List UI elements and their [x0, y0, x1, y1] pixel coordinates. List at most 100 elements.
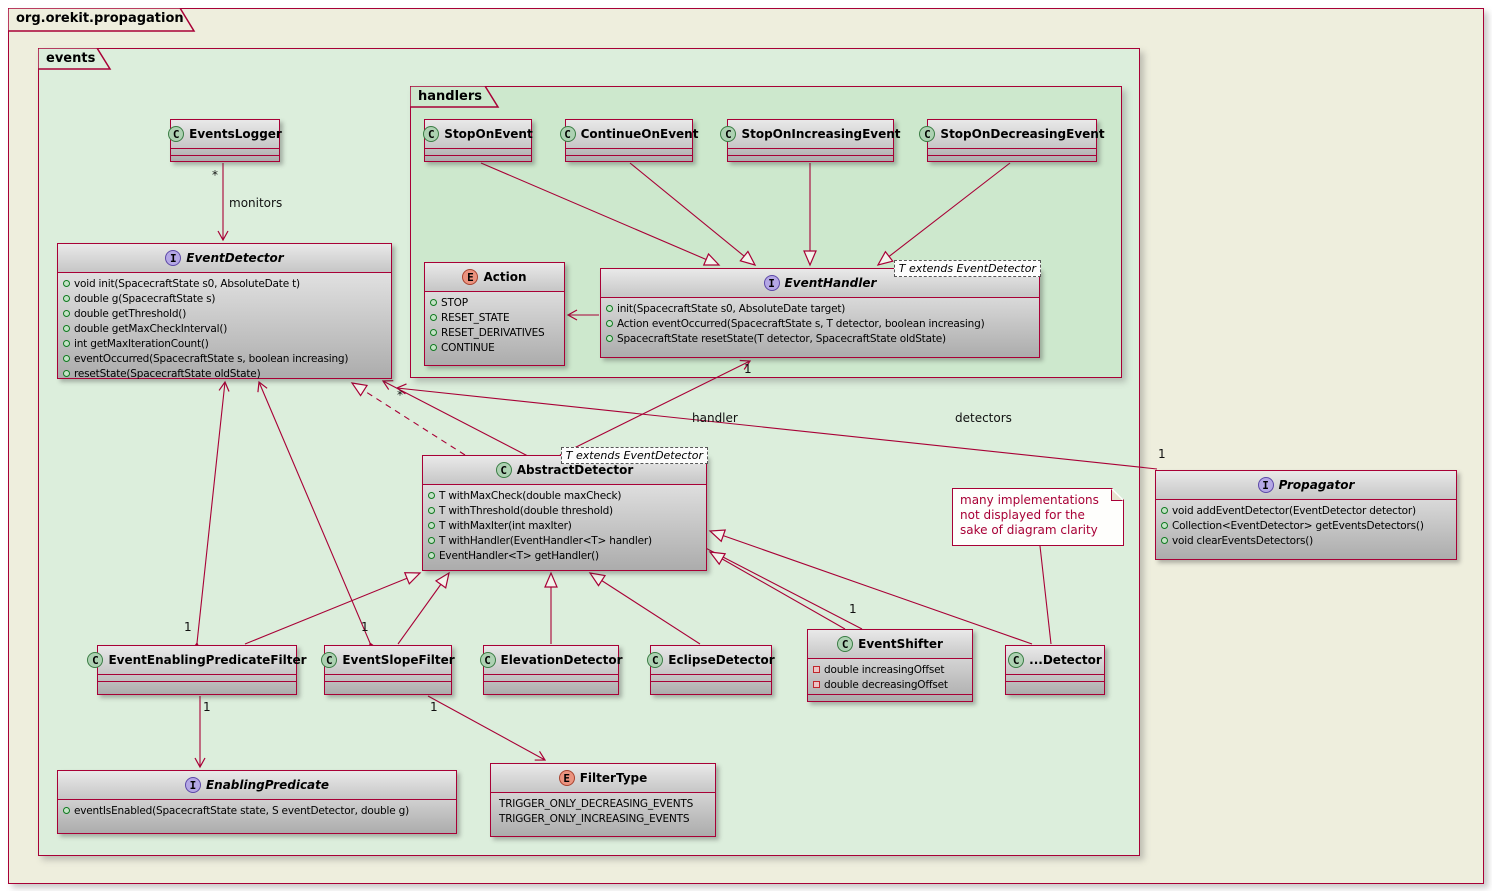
public-visibility-icon: [63, 295, 70, 302]
method-text: Collection<EventDetector> getEventsDetec…: [1172, 519, 1424, 532]
enum-value: RESET_STATE: [425, 310, 564, 325]
method-text: void init(SpacecraftState s0, AbsoluteDa…: [74, 277, 300, 290]
class-header: C EventsLogger: [168, 120, 282, 148]
class-icon: C: [720, 126, 737, 142]
generic-type-tag: T extends EventDetector: [560, 447, 708, 464]
public-visibility-icon: [1161, 507, 1168, 514]
class-header: E FilterType: [491, 764, 715, 792]
class-icon: C: [837, 636, 854, 652]
public-visibility-icon: [430, 299, 437, 306]
methods-compartment: [171, 155, 279, 162]
public-visibility-icon: [430, 329, 437, 336]
public-visibility-icon: [606, 305, 613, 312]
class-icon: C: [87, 652, 104, 668]
class-header: C ElevationDetector: [479, 646, 623, 674]
public-visibility-icon: [63, 355, 70, 362]
private-visibility-icon: [813, 681, 820, 688]
class-header: C EventSlopeFilter: [321, 646, 455, 674]
class-header: I EventDetector: [58, 244, 391, 272]
class-header: E Action: [425, 263, 564, 291]
field-text: double increasingOffset: [824, 663, 945, 676]
multiplicity-handler: 1: [744, 362, 752, 376]
fields-compartment: [484, 674, 618, 681]
method-item: int getMaxIterationCount(): [58, 336, 391, 351]
class-icon: C: [919, 126, 936, 142]
method-item: SpacecraftState resetState(T detector, S…: [601, 331, 1039, 346]
multiplicity-detectors-one: 1: [1158, 447, 1166, 461]
class-name: ContinueOnEvent: [580, 127, 699, 141]
enum-value: STOP: [425, 295, 564, 310]
multiplicity-filter-type: 1: [430, 700, 438, 714]
interface-propagator: I Propagator void addEventDetector(Event…: [1155, 470, 1457, 560]
methods-compartment: [98, 681, 296, 688]
method-item: EventHandler<T> getHandler(): [423, 548, 706, 563]
enum-value: TRIGGER_ONLY_DECREASING_EVENTS: [491, 796, 715, 811]
class-icon: C: [423, 126, 440, 142]
class-stop-on-decreasing-event: C StopOnDecreasingEvent: [919, 119, 1105, 162]
multiplicity-enabling-predicate: 1: [203, 700, 211, 714]
methods-compartment: [728, 155, 893, 162]
fields-compartment: [1006, 674, 1104, 681]
fields-compartment: [98, 674, 296, 681]
method-text: init(SpacecraftState s0, AbsoluteDate ta…: [617, 302, 846, 315]
enum-value-text: TRIGGER_ONLY_DECREASING_EVENTS: [499, 797, 694, 810]
methods-compartment: [651, 681, 771, 688]
class-icon: C: [168, 126, 185, 142]
class-icon: C: [495, 462, 512, 478]
method-item: Action eventOccurred(SpacecraftState s, …: [601, 316, 1039, 331]
class-name: StopOnIncreasingEvent: [741, 127, 901, 141]
method-item: init(SpacecraftState s0, AbsoluteDate ta…: [601, 301, 1039, 316]
methods-compartment: [566, 155, 692, 162]
methods-compartment: T withMaxCheck(double maxCheck) T withTh…: [423, 484, 706, 565]
package-label-events: events: [46, 51, 96, 66]
methods-compartment: [928, 155, 1096, 162]
package-tab-shape: [410, 86, 500, 108]
method-item: double getThreshold(): [58, 306, 391, 321]
enum-value-text: RESET_DERIVATIVES: [441, 326, 545, 339]
field-item: double decreasingOffset: [808, 677, 972, 692]
interface-icon: I: [763, 275, 780, 291]
multiplicity-eventslogger: *: [212, 168, 218, 182]
note-text-line: many implementations: [960, 493, 1099, 507]
public-visibility-icon: [428, 522, 435, 529]
enum-values-compartment: TRIGGER_ONLY_DECREASING_EVENTS TRIGGER_O…: [491, 792, 715, 828]
fields-compartment: [425, 148, 531, 155]
method-text: T withMaxCheck(double maxCheck): [439, 489, 622, 502]
public-visibility-icon: [63, 325, 70, 332]
method-item: T withThreshold(double threshold): [423, 503, 706, 518]
method-text: eventOccurred(SpacecraftState s, boolean…: [74, 352, 349, 365]
class-stop-on-increasing-event: C StopOnIncreasingEvent: [720, 119, 901, 162]
method-text: T withThreshold(double threshold): [439, 504, 613, 517]
methods-compartment: [484, 681, 618, 688]
methods-compartment: [808, 694, 972, 701]
class-header: C ...Detector: [1006, 646, 1104, 674]
package-label-propagation: org.orekit.propagation: [16, 11, 184, 26]
class-name: Action: [483, 270, 527, 284]
class-icon: C: [321, 652, 338, 668]
enum-value-text: CONTINUE: [441, 341, 495, 354]
note-text-line: not displayed for the: [960, 508, 1085, 522]
package-tab-propagation: org.orekit.propagation: [8, 8, 196, 32]
multiplicity-predicate-filter: 1: [184, 620, 192, 634]
methods-compartment: init(SpacecraftState s0, AbsoluteDate ta…: [601, 297, 1039, 348]
fields-compartment: [728, 148, 893, 155]
class-icon: C: [559, 126, 576, 142]
class-icon: C: [479, 652, 496, 668]
method-text: double getMaxCheckInterval(): [74, 322, 228, 335]
multiplicity-shifter: 1: [849, 602, 857, 616]
package-tab-shape: [38, 48, 112, 70]
method-text: T withHandler(EventHandler<T> handler): [439, 534, 652, 547]
class-name: ...Detector: [1029, 653, 1102, 667]
interface-icon: I: [165, 250, 182, 266]
public-visibility-icon: [606, 335, 613, 342]
edge-label-detectors: detectors: [955, 411, 1012, 425]
public-visibility-icon: [63, 310, 70, 317]
class-header: I EnablingPredicate: [58, 771, 456, 799]
class-header: C StopOnEvent: [423, 120, 533, 148]
class-stop-on-event: C StopOnEvent: [423, 119, 533, 162]
enum-icon: E: [462, 269, 479, 285]
method-text: eventIsEnabled(SpacecraftState state, S …: [74, 804, 409, 817]
interface-event-handler: T extends EventDetector I EventHandler i…: [600, 260, 1041, 358]
interface-icon: I: [1257, 477, 1274, 493]
fields-compartment: [325, 674, 451, 681]
